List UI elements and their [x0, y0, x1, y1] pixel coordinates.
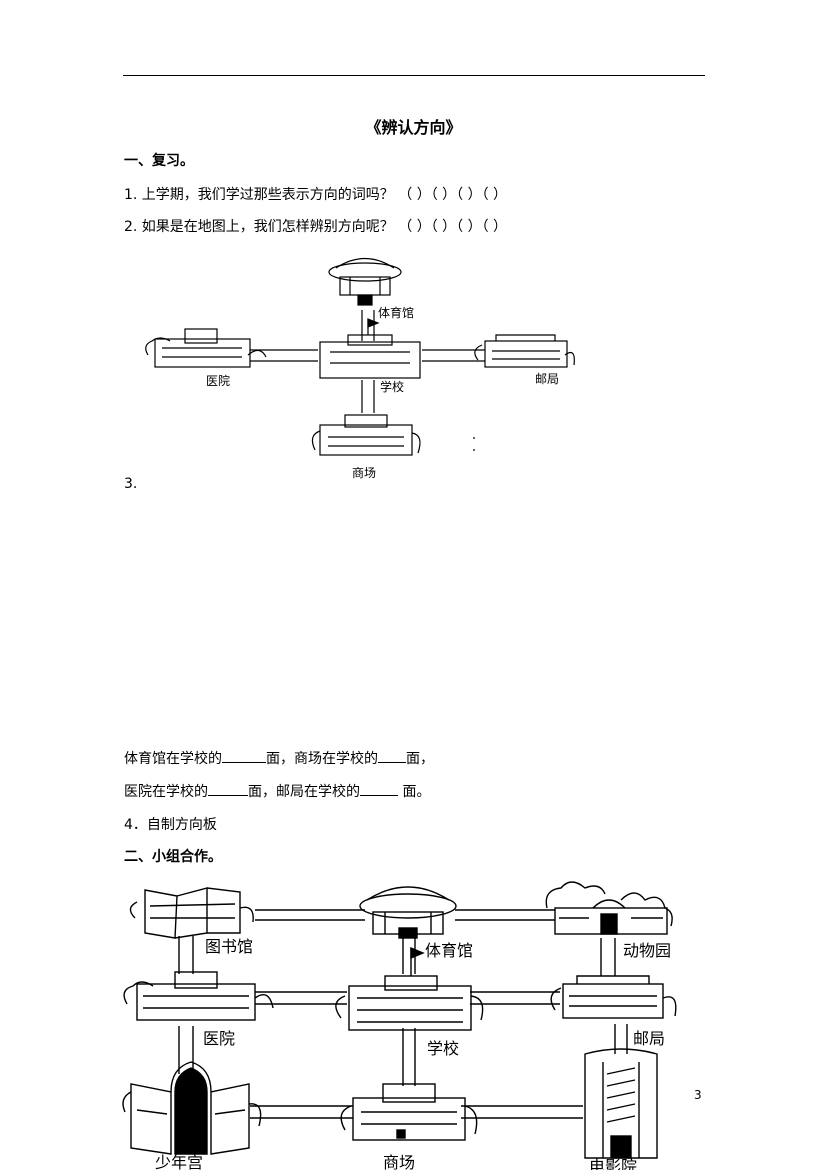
school-building-icon — [335, 946, 484, 1031]
fill-in-line-2: 医院在学校的 面，邮局在学校的 面。 — [124, 781, 430, 801]
hospital-building-icon — [123, 971, 274, 1021]
zoo-building-icon — [545, 881, 673, 935]
page-number: 3 — [694, 1088, 702, 1102]
answer-blank[interactable] — [208, 781, 248, 796]
map2-label-gym: 体育馆 — [425, 941, 473, 960]
map1-label-gym: 体育馆 — [378, 305, 414, 320]
fill-in-text: 面，商场在学校的 — [266, 751, 378, 767]
library-building-icon — [129, 887, 254, 939]
youth-palace-building-icon — [122, 1061, 262, 1155]
map2-label-cinema: 电影院 — [589, 1157, 637, 1170]
question-4: 4．自制方向板 — [124, 817, 217, 833]
fill-in-text: 体育馆在学校的 — [124, 751, 222, 767]
section-group-heading: 二、小组合作。 — [124, 849, 222, 865]
question-2: 2. 如果是在地图上，我们怎样辨别方向呢？ （ ）（ ）（ ）（ ） — [124, 219, 508, 235]
gym-building-icon — [359, 886, 457, 939]
mall-building-icon — [311, 414, 421, 456]
map2-label-post: 邮局 — [633, 1029, 665, 1048]
answer-blank[interactable] — [360, 781, 398, 796]
section-review-heading: 一、复习。 — [124, 153, 194, 169]
fill-in-text: 面， — [406, 751, 434, 767]
map1-label-mall: 商场 — [352, 465, 376, 480]
question-1: 1. 上学期，我们学过那些表示方向的词吗？ （ ）（ ）（ ）（ ） — [124, 187, 508, 203]
map2-label-hospital: 医院 — [203, 1029, 235, 1048]
map2-label-zoo: 动物园 — [623, 941, 671, 960]
fill-in-line-1: 体育馆在学校的 面，商场在学校的 面， — [124, 748, 434, 768]
school-building-icon — [319, 318, 421, 379]
map1-label-hospital: 医院 — [206, 374, 230, 388]
hospital-building-icon — [145, 328, 267, 368]
map1-label-school: 学校 — [380, 379, 404, 394]
header-rule — [123, 75, 705, 76]
map2-label-youth-palace: 少年宫 — [155, 1153, 203, 1170]
map1-label-post: 邮局 — [535, 372, 559, 386]
cinema-building-icon — [584, 1048, 658, 1159]
mall-building-icon — [340, 1083, 478, 1141]
map-small: 体育馆 医院 学校 邮局 商场 — [145, 258, 575, 480]
fill-in-text: 医院在学校的 — [124, 784, 208, 800]
map-large: 图书馆 体育馆 动物园 医院 学校 邮局 少年宫 商场 电影院 — [122, 881, 677, 1170]
post-office-building-icon — [550, 975, 677, 1019]
fill-in-text: 面。 — [398, 784, 431, 800]
gym-building-icon — [328, 258, 402, 306]
question-3: 3. — [124, 476, 138, 492]
answer-blank[interactable] — [378, 748, 406, 763]
answer-blank[interactable] — [222, 748, 266, 763]
map2-label-school: 学校 — [427, 1039, 459, 1058]
fill-in-text: 面，邮局在学校的 — [248, 784, 360, 800]
post-office-building-icon — [474, 334, 575, 368]
map2-label-library: 图书馆 — [205, 937, 253, 956]
page-title: 《辨认方向》 — [365, 118, 462, 137]
map2-label-mall: 商场 — [383, 1153, 415, 1170]
